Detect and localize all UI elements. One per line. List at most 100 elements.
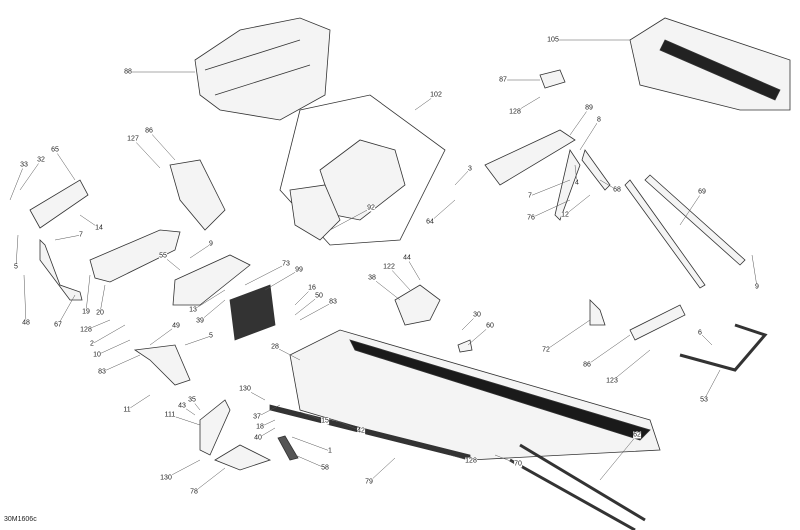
leader-line (244, 263, 287, 286)
leader-line (599, 434, 638, 481)
callout-label: 14 (95, 224, 103, 232)
callout-label: 40 (254, 434, 262, 442)
callout-label: 10 (93, 351, 101, 359)
leader-line (294, 295, 320, 316)
callout-label: 48 (22, 319, 30, 327)
callout-label: 64 (426, 218, 434, 226)
leader-line (388, 266, 411, 291)
leader-line (569, 107, 590, 136)
leader-line (101, 354, 141, 373)
leader-line (99, 284, 106, 314)
callout-label: 102 (430, 91, 442, 99)
callout-label: 123 (606, 377, 618, 385)
callout-label: 20 (96, 309, 104, 317)
callout-label: 89 (585, 104, 593, 112)
callout-label: 128 (509, 108, 521, 116)
callout-label: 35 (188, 396, 196, 404)
leader-line (699, 332, 713, 346)
leader-line (148, 130, 176, 161)
callout-label: 105 (547, 36, 559, 44)
callout-label: 33 (20, 161, 28, 169)
callout-label: 3 (468, 165, 472, 173)
leader-line (454, 168, 471, 186)
part-main-tunnel (289, 329, 661, 461)
callout-label: 127 (127, 135, 139, 143)
callout-label: 130 (239, 385, 251, 393)
part-55-panel (172, 254, 251, 306)
part-111 (199, 399, 231, 456)
part-86-bracket (169, 159, 226, 231)
callout-label: 9 (209, 240, 213, 248)
leader-line (264, 269, 300, 291)
callout-label: 76 (527, 214, 535, 222)
callout-label: 37 (253, 413, 261, 421)
leader-line (189, 243, 212, 259)
part-67-arm (39, 239, 83, 301)
part-upper-frame (194, 17, 331, 121)
callout-label: 92 (367, 204, 375, 212)
callout-label: 8 (597, 116, 601, 124)
leader-line (19, 159, 42, 191)
callout-label: 53 (700, 396, 708, 404)
part-99-heat-exchanger (229, 284, 276, 341)
part-78 (214, 444, 272, 471)
callout-label: 19 (82, 308, 90, 316)
callout-label: 128 (465, 457, 477, 465)
callout-label: 49 (172, 322, 180, 330)
part-38-bracket (394, 284, 441, 326)
diagram-code: 30M1606c (4, 516, 37, 523)
callout-label: 42 (357, 427, 365, 435)
part-front-plate (89, 229, 181, 283)
callout-label: 28 (271, 343, 279, 351)
leader-line (429, 199, 456, 223)
part-87 (539, 69, 566, 89)
leader-line (371, 277, 401, 301)
part-86-crossmember (629, 304, 686, 341)
leader-line (564, 194, 591, 216)
callout-label: 5 (14, 263, 18, 271)
leader-line (54, 149, 76, 181)
callout-label: 7 (79, 231, 83, 239)
part-62-rails (509, 443, 646, 530)
callout-label: 79 (365, 478, 373, 486)
callout-label: 128 (80, 326, 92, 334)
callout-label: 111 (164, 411, 176, 419)
callout-label: 18 (256, 423, 264, 431)
leader-line (85, 274, 91, 313)
callout-label: 62 (633, 431, 641, 439)
callout-label: 2 (90, 340, 94, 348)
leader-line (579, 119, 600, 151)
callout-label: 72 (542, 346, 550, 354)
leader-line (126, 394, 151, 411)
callout-label: 7 (528, 192, 532, 200)
callout-label: 65 (51, 146, 59, 154)
callout-label: 88 (124, 68, 132, 76)
callout-label: 83 (329, 298, 337, 306)
callout-label: 30 (473, 311, 481, 319)
leader-line (132, 138, 161, 169)
callout-label: 44 (403, 254, 411, 262)
part-72 (589, 299, 606, 326)
callout-label: 50 (315, 292, 323, 300)
part-struts (624, 174, 746, 289)
part-83-bracket (133, 344, 191, 386)
callout-label: 67 (54, 321, 62, 329)
callout-label: 16 (308, 284, 316, 292)
callout-label: 86 (145, 127, 153, 135)
leader-line (530, 199, 571, 219)
callout-label: 83 (98, 368, 106, 376)
callout-label: 1 (328, 447, 332, 455)
callout-label: 78 (190, 488, 198, 496)
leader-line (274, 346, 301, 361)
leader-line (329, 207, 372, 231)
part-front-bulkhead-box (279, 94, 446, 246)
callout-label: 69 (698, 188, 706, 196)
callout-label: 5 (209, 332, 213, 340)
callout-label: 43 (178, 402, 186, 410)
leader-line (368, 457, 396, 483)
leader-line (96, 339, 131, 356)
part-60 (457, 339, 473, 353)
callout-label: 60 (486, 322, 494, 330)
callout-label: 130 (160, 474, 172, 482)
